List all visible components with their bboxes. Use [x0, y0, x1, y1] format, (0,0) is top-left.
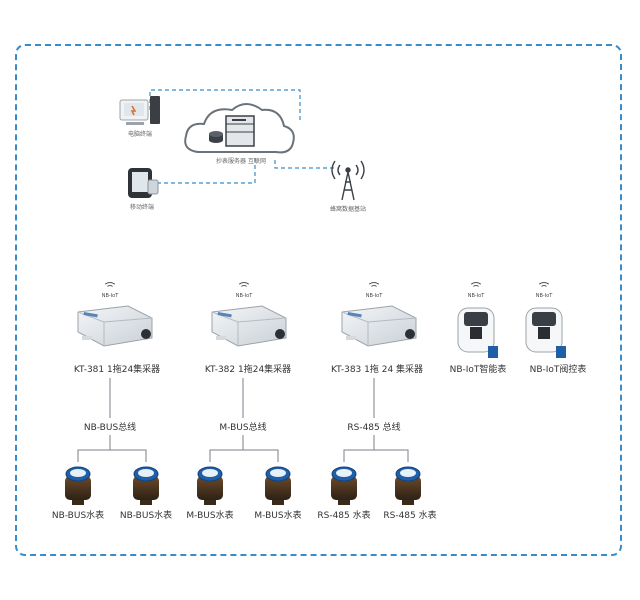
pc-label: 电脑终端	[127, 131, 153, 138]
server-icon	[209, 115, 255, 147]
mobile-phone-icon	[128, 168, 159, 198]
mobile-label: 移动终端	[129, 204, 155, 211]
wireless-signal-icon	[469, 282, 483, 290]
collector-device-icon	[211, 305, 287, 347]
meter-label: M-BUS水表	[186, 511, 234, 521]
meter-label: RS-485 水表	[317, 511, 371, 521]
smart-meter-label: NB-IoT阀控表	[529, 365, 587, 375]
collector-label: KT-383 1拖 24 集采器	[330, 365, 424, 375]
meter-label: M-BUS水表	[254, 511, 302, 521]
meter-label: NB-BUS水表	[119, 511, 173, 521]
water-meter-icon	[197, 466, 223, 505]
water-meter-icon	[331, 466, 357, 505]
collector-label: KT-381 1拖24集采器	[73, 365, 161, 375]
smart-meter-label: NB-IoT智能表	[449, 365, 507, 375]
wireless-signal-icon	[367, 282, 381, 290]
water-meter-icon	[65, 466, 91, 505]
wireless-signal-icon	[103, 282, 117, 290]
bus-label: RS-485 总线	[345, 420, 403, 433]
nbiot-badge: NB-IoT	[235, 293, 253, 299]
diagram-frame	[15, 44, 622, 556]
nbiot-badge: NB-IoT	[365, 293, 383, 299]
server-label: 抄表服务器 互联网	[216, 158, 266, 165]
smart-meter-icon	[457, 307, 498, 358]
collector-device-icon	[77, 305, 153, 347]
water-meter-icon	[395, 466, 421, 505]
collector-device-icon	[341, 305, 417, 347]
meter-label: NB-BUS水表	[51, 511, 105, 521]
smart-meter-icon	[525, 307, 566, 358]
desktop-computer-icon	[119, 96, 160, 125]
meter-label: RS-485 水表	[383, 511, 437, 521]
tower-label: 蜂窝数据基站	[329, 206, 367, 213]
nbiot-badge: NB-IoT	[467, 293, 485, 299]
wireless-signal-icon	[537, 282, 551, 290]
bus-label: NB-BUS总线	[81, 420, 139, 433]
cell-tower-icon	[331, 160, 365, 201]
water-meter-icon	[133, 466, 159, 505]
nbiot-badge: NB-IoT	[535, 293, 553, 299]
nbiot-badge: NB-IoT	[101, 293, 119, 299]
collector-label: KT-382 1拖24集采器	[204, 365, 292, 375]
bus-label: M-BUS总线	[217, 420, 269, 433]
bus-lines	[77, 378, 409, 462]
water-meter-icon	[265, 466, 291, 505]
wireless-signal-icon	[237, 282, 251, 290]
